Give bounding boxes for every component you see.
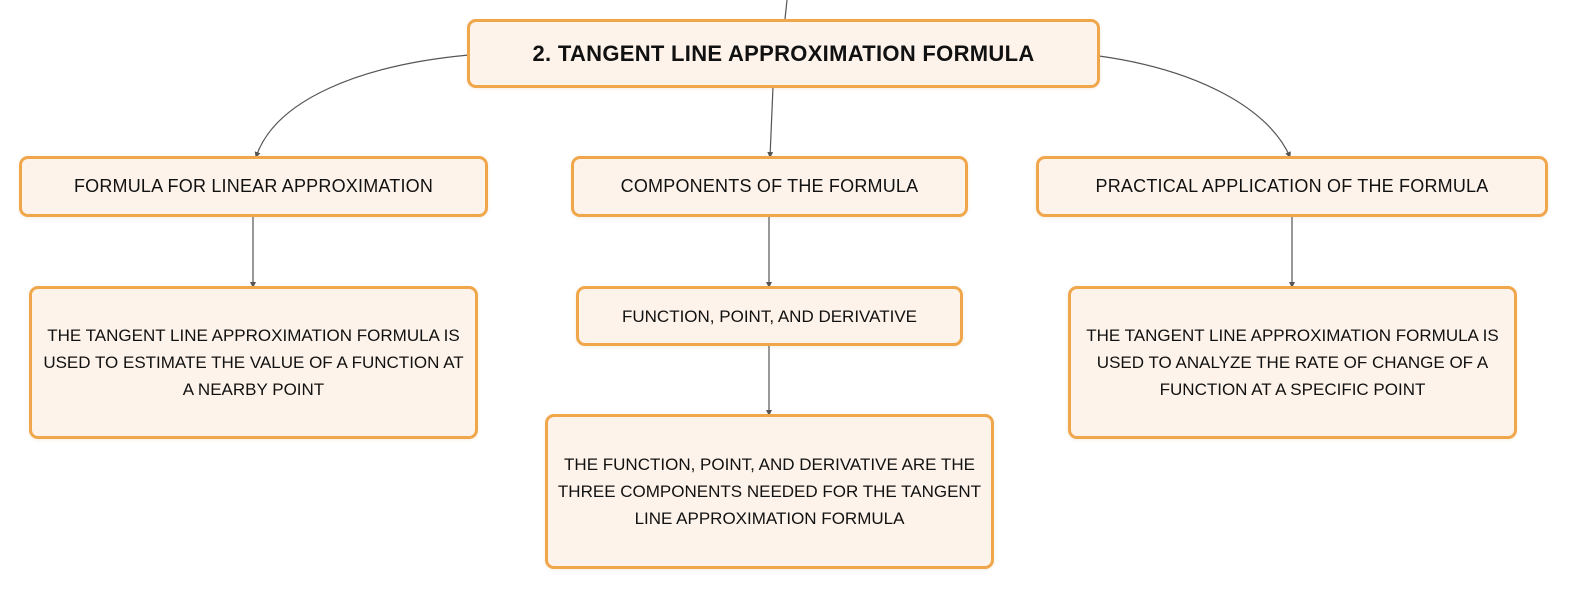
connector-incoming — [784, 0, 788, 20]
node-three-components-description[interactable]: THE FUNCTION, POINT, AND DERIVATIVE ARE … — [545, 414, 994, 569]
node-rate-of-change-description-label: THE TANGENT LINE APPROXIMATION FORMULA I… — [1086, 326, 1499, 399]
node-formula-linear-approximation-label: FORMULA FOR LINEAR APPROXIMATION — [73, 176, 434, 196]
root-node[interactable]: 2. TANGENT LINE APPROXIMATION FORMULA — [467, 19, 1100, 88]
node-practical-application[interactable]: PRACTICAL APPLICATION OF THE FORMULA — [1036, 156, 1548, 217]
node-rate-of-change-description[interactable]: THE TANGENT LINE APPROXIMATION FORMULA I… — [1068, 286, 1517, 439]
node-components-of-formula[interactable]: COMPONENTS OF THE FORMULA — [571, 156, 968, 217]
root-node-label: 2. TANGENT LINE APPROXIMATION FORMULA — [532, 40, 1035, 66]
node-estimate-value-description-label: THE TANGENT LINE APPROXIMATION FORMULA I… — [43, 326, 464, 399]
connector-root-to-formula — [254, 54, 470, 158]
connector-root-to-application — [1098, 55, 1291, 158]
node-function-point-derivative[interactable]: FUNCTION, POINT, AND DERIVATIVE — [576, 286, 963, 346]
node-estimate-value-description[interactable]: THE TANGENT LINE APPROXIMATION FORMULA I… — [29, 286, 478, 439]
node-practical-application-label: PRACTICAL APPLICATION OF THE FORMULA — [1095, 176, 1489, 196]
node-components-of-formula-label: COMPONENTS OF THE FORMULA — [620, 176, 919, 196]
node-formula-linear-approximation[interactable]: FORMULA FOR LINEAR APPROXIMATION — [19, 156, 488, 217]
connector-root-to-components — [767, 86, 774, 158]
node-function-point-derivative-label: FUNCTION, POINT, AND DERIVATIVE — [621, 306, 917, 326]
node-three-components-description-label: THE FUNCTION, POINT, AND DERIVATIVE ARE … — [557, 455, 982, 528]
